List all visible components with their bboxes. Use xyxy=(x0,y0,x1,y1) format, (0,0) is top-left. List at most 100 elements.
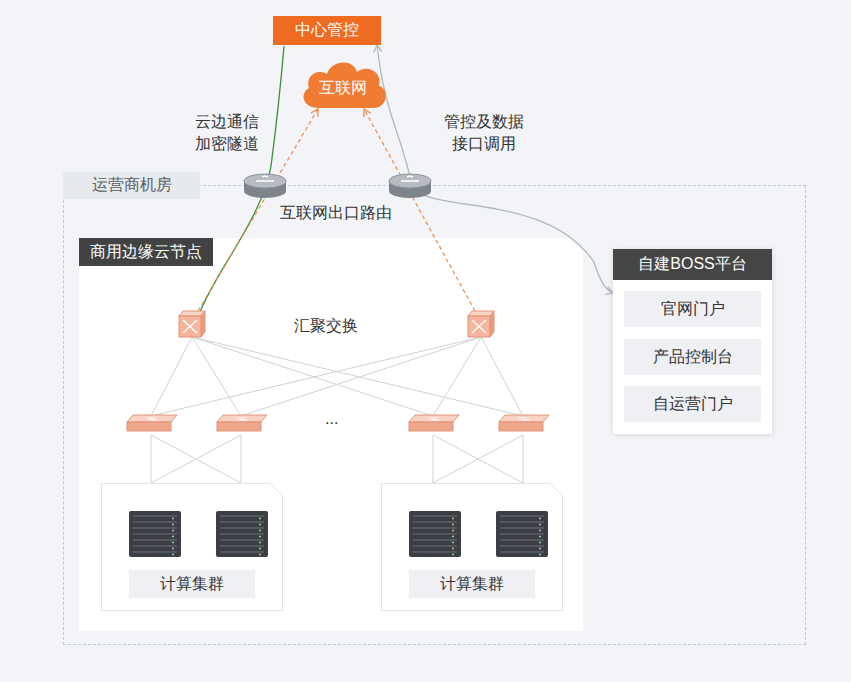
switch-mark xyxy=(429,418,439,420)
rack-slot xyxy=(500,546,544,547)
rack-slot xyxy=(413,528,457,529)
node-title: 互联网 xyxy=(297,74,389,102)
cluster-label: 计算集群 xyxy=(129,570,255,598)
rack-slot xyxy=(413,516,457,517)
switch-front xyxy=(217,422,261,431)
rack-slot xyxy=(500,552,544,553)
switch-front xyxy=(179,316,201,337)
rack-led xyxy=(172,554,174,556)
server-rack xyxy=(496,511,548,557)
item-label: 产品控制台 xyxy=(624,339,761,375)
panel-shape xyxy=(79,238,583,631)
portal-item: 自运营门户 xyxy=(624,386,761,422)
rack-slot xyxy=(133,528,177,529)
link-line xyxy=(241,435,242,483)
panel-header: 自建BOSS平台 xyxy=(613,249,772,280)
control-box: 中心管控 xyxy=(273,16,381,45)
link-line xyxy=(433,435,523,483)
channel-note: 云边通信 加密隧道 xyxy=(188,111,266,156)
item-label: 自运营门户 xyxy=(624,386,761,422)
rack-slot xyxy=(500,534,544,535)
internet-cloud: 互联网 xyxy=(297,56,389,110)
rack-slot xyxy=(500,516,544,517)
rack-slot xyxy=(133,552,177,553)
switch-top xyxy=(409,415,459,422)
switch-side xyxy=(490,311,494,337)
link-line xyxy=(481,337,523,416)
switch-front xyxy=(409,422,453,431)
layer-label: 汇聚交换 xyxy=(294,315,358,337)
rack-slot xyxy=(413,534,457,535)
rack-slot xyxy=(413,522,457,523)
rack-led xyxy=(452,530,454,532)
router-mark xyxy=(256,176,274,181)
rack-slot xyxy=(500,522,544,523)
server-rack xyxy=(129,511,181,557)
item-label: 官网门户 xyxy=(624,291,761,327)
link-line xyxy=(523,435,524,483)
switch-top xyxy=(217,415,267,422)
rack-led xyxy=(172,530,174,532)
switch-front xyxy=(468,316,490,337)
boss-panel: 自建BOSS平台官网门户产品控制台自运营门户 xyxy=(613,249,772,434)
switch-side xyxy=(201,311,205,337)
region-tab: 运营商机房 xyxy=(63,172,200,199)
router-top xyxy=(244,174,286,188)
cluster-box: 计算集群 xyxy=(381,483,563,611)
rack-slot xyxy=(413,552,457,553)
switch-mark xyxy=(472,320,486,333)
router-top xyxy=(389,174,431,188)
rack-led xyxy=(172,548,174,550)
rack-slot xyxy=(133,540,177,541)
rack-slot xyxy=(413,540,457,541)
rack-slot xyxy=(413,546,457,547)
server-rack xyxy=(409,511,461,557)
rack-slot xyxy=(220,528,264,529)
edge-label: 管控及数据 接口调用 xyxy=(440,111,528,156)
cluster-shape xyxy=(382,484,563,611)
rack-led xyxy=(539,518,541,520)
link-line xyxy=(433,337,481,416)
rack-slot xyxy=(220,552,264,553)
region-tab: 商用边缘云节点 xyxy=(79,238,213,266)
rack-led xyxy=(259,554,261,556)
rack-led xyxy=(172,536,174,538)
rack-slot xyxy=(220,540,264,541)
rack-led xyxy=(539,554,541,556)
rack-slot xyxy=(133,546,177,547)
rack-led xyxy=(172,542,174,544)
rack-led xyxy=(172,518,174,520)
rack-led xyxy=(259,530,261,532)
rack-led xyxy=(259,536,261,538)
cluster-shape xyxy=(102,484,283,611)
rack-led xyxy=(539,536,541,538)
rack-slot xyxy=(220,522,264,523)
switch-front xyxy=(499,422,543,431)
rack-led xyxy=(539,530,541,532)
rack-slot xyxy=(220,516,264,517)
rack-slot xyxy=(220,546,264,547)
switch-mark xyxy=(237,418,247,420)
cluster-box: 计算集群 xyxy=(101,483,283,611)
router-label: 互联网出口路由 xyxy=(280,202,392,224)
rack-led xyxy=(452,518,454,520)
rack-led xyxy=(259,548,261,550)
rack-slot xyxy=(220,534,264,535)
switch-top xyxy=(127,415,177,422)
rack-led xyxy=(452,548,454,550)
switch-front xyxy=(127,422,171,431)
rack-slot xyxy=(500,528,544,529)
rack-slot xyxy=(133,534,177,535)
server-rack xyxy=(216,511,268,557)
rack-slot xyxy=(133,516,177,517)
link-line xyxy=(151,435,241,483)
rack-led xyxy=(259,542,261,544)
link-line xyxy=(151,435,152,483)
portal-item: 官网门户 xyxy=(624,291,761,327)
switch-mark xyxy=(519,418,529,420)
cluster-label: 计算集群 xyxy=(409,570,535,598)
rack-led xyxy=(172,524,174,526)
rack-led xyxy=(452,536,454,538)
